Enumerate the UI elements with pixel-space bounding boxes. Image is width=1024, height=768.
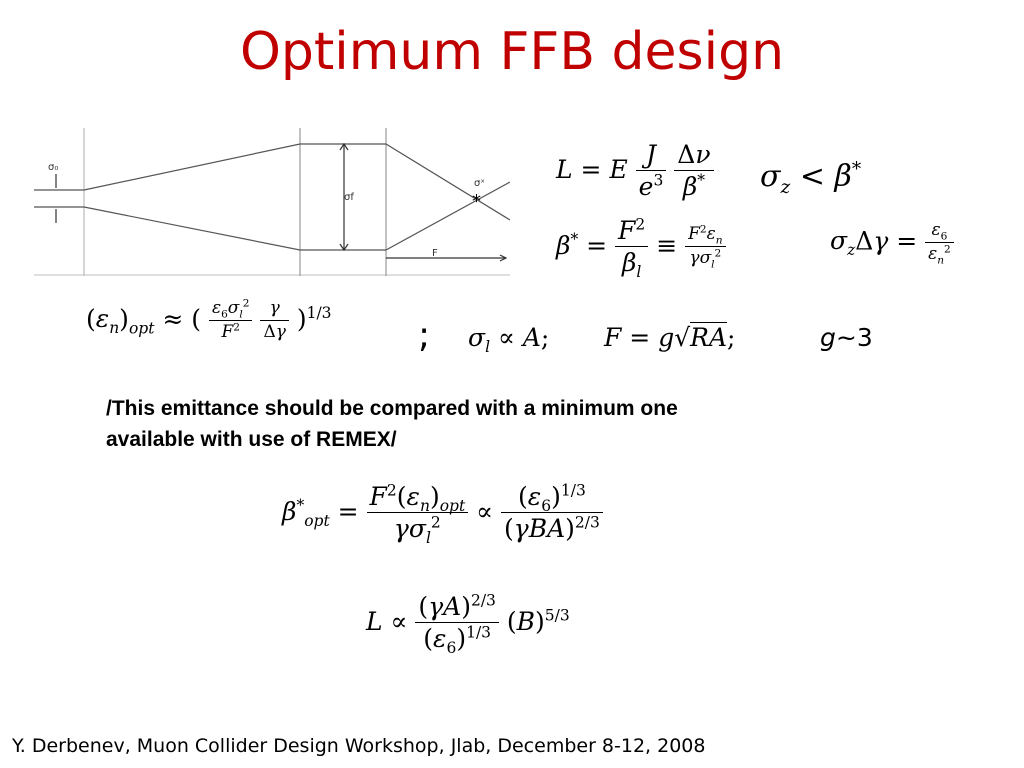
F-label: F <box>432 248 438 259</box>
sigmaf-label: σf <box>344 192 354 203</box>
g-value: g~3 <box>820 323 873 352</box>
sigma-l-formula: σl ∝ A; <box>468 323 550 356</box>
beam-envelope-diagram: σ₀ σf σˣ F * <box>34 128 510 276</box>
sigma0-label: σ₀ <box>48 162 58 173</box>
F-formula: F = g√RA; <box>604 322 736 352</box>
semicolon: ; <box>418 315 431 356</box>
footer-citation: Y. Derbenev, Muon Collider Design Worksh… <box>12 735 706 757</box>
sigma-z-condition: σz < β* <box>760 159 862 198</box>
slide-title: Optimum FFB design <box>239 22 785 82</box>
remex-note: /This emittance should be compared with … <box>106 397 678 451</box>
sigmax-label: σˣ <box>474 178 485 189</box>
focus-star-icon: * <box>472 191 481 212</box>
luminosity-proportional-formula: L ∝ (γA)2/3(ε6)1/3 (B)5/3 <box>366 591 570 658</box>
